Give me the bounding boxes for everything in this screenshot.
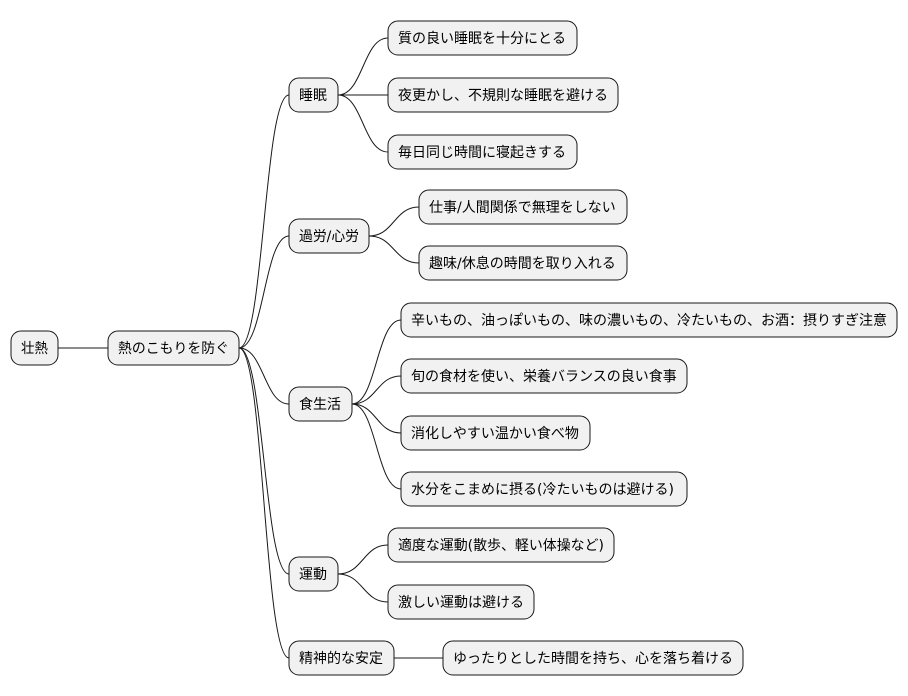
node-box: [442, 640, 744, 676]
node-box: [10, 330, 59, 366]
node-box: [387, 20, 578, 56]
node-label: 食生活: [299, 396, 341, 413]
node-box: [107, 330, 240, 366]
node-label: 夜更かし、不規則な睡眠を避ける: [398, 88, 608, 104]
node-box: [288, 640, 395, 676]
connector-line: [238, 347, 290, 575]
node-label: 辛いもの、油っぽいもの、味の濃いもの、冷たいもの、お酒：摂りすぎ注意: [411, 312, 887, 329]
leaf-node-exercise-2: 激しい運動は避ける: [387, 584, 535, 620]
edge-layer: [58, 37, 443, 659]
connector-line: [351, 403, 402, 434]
category-node-sleep: 睡眠: [288, 77, 339, 113]
node-label: 水分をこまめに摂る(冷たいものは避ける): [411, 482, 674, 498]
connector-line: [351, 319, 402, 405]
node-label: 壮熱: [21, 341, 48, 357]
node-box: [387, 77, 619, 113]
main-topic-node: 熱のこもりを防ぐ: [107, 330, 240, 366]
leaf-node-exercise-1: 適度な運動(散歩、軽い体操など): [387, 527, 615, 563]
node-box: [288, 556, 339, 592]
node-label: 精神的な安定: [299, 651, 383, 667]
category-node-diet: 食生活: [288, 386, 353, 422]
node-label: 毎日同じ時間に寝起きする: [398, 144, 566, 161]
category-node-exercise: 運動: [288, 556, 339, 592]
node-box: [288, 77, 339, 113]
leaf-node-diet-1: 辛いもの、油っぽいもの、味の濃いもの、冷たいもの、お酒：摂りすぎ注意: [400, 302, 898, 338]
node-label: 過労/心労: [299, 229, 359, 245]
leaf-node-overwork-2: 趣味/休息の時間を取り入れる: [418, 245, 628, 281]
node-box: [418, 189, 628, 225]
connector-line: [238, 347, 290, 405]
leaf-node-sleep-1: 質の良い睡眠を十分にとる: [387, 20, 578, 56]
leaf-node-diet-4: 水分をこまめに摂る(冷たいものは避ける): [400, 471, 688, 507]
node-label: 熱のこもりを防ぐ: [118, 341, 229, 357]
node-layer: 壮熱 熱のこもりを防ぐ 睡眠 質の良い睡眠を十分にとる夜更かし、不規則な睡眠を避ける毎…: [10, 20, 898, 676]
node-label: 睡眠: [299, 88, 327, 104]
node-box: [418, 245, 628, 281]
connector-line: [238, 235, 290, 349]
node-label: 激しい運動は避ける: [398, 594, 524, 611]
node-label: ゆったりとした時間を持ち、心を落ち着ける: [453, 651, 733, 667]
leaf-node-mental-stability-1: ゆったりとした時間を持ち、心を落ち着ける: [442, 640, 744, 676]
node-box: [387, 527, 615, 563]
connector-line: [238, 347, 290, 659]
node-box: [387, 134, 578, 170]
category-node-mental-stability: 精神的な安定: [288, 640, 395, 676]
node-box: [387, 584, 535, 620]
node-label: 適度な運動(散歩、軽い体操など): [398, 537, 604, 554]
root-node: 壮熱: [10, 330, 59, 366]
node-box: [288, 386, 353, 422]
connector-line: [238, 94, 290, 349]
node-label: 質の良い睡眠を十分にとる: [398, 31, 566, 47]
node-box: [400, 415, 591, 451]
connector-line: [337, 94, 389, 153]
leaf-node-diet-2: 旬の食材を使い、栄養バランスの良い食事: [400, 358, 688, 394]
node-label: 消化しやすい温かい食べ物: [411, 425, 579, 442]
category-node-overwork: 過労/心労: [288, 218, 370, 254]
node-box: [288, 218, 370, 254]
node-label: 趣味/休息の時間を取り入れる: [429, 255, 616, 272]
connector-line: [337, 544, 389, 575]
connector-line: [351, 403, 402, 490]
connector-line: [351, 375, 402, 405]
node-box: [400, 302, 898, 338]
node-box: [400, 471, 688, 507]
connector-line: [337, 573, 389, 603]
node-box: [400, 358, 688, 394]
node-label: 仕事/人間関係で無理をしない: [429, 200, 616, 216]
leaf-node-sleep-3: 毎日同じ時間に寝起きする: [387, 134, 578, 170]
leaf-node-sleep-2: 夜更かし、不規則な睡眠を避ける: [387, 77, 619, 113]
node-label: 運動: [299, 567, 327, 583]
leaf-node-overwork-1: 仕事/人間関係で無理をしない: [418, 189, 628, 225]
connector-line: [368, 206, 420, 237]
connector-line: [337, 37, 389, 96]
node-label: 旬の食材を使い、栄養バランスの良い食事: [411, 368, 677, 385]
leaf-node-diet-3: 消化しやすい温かい食べ物: [400, 415, 591, 451]
connector-line: [368, 235, 420, 264]
